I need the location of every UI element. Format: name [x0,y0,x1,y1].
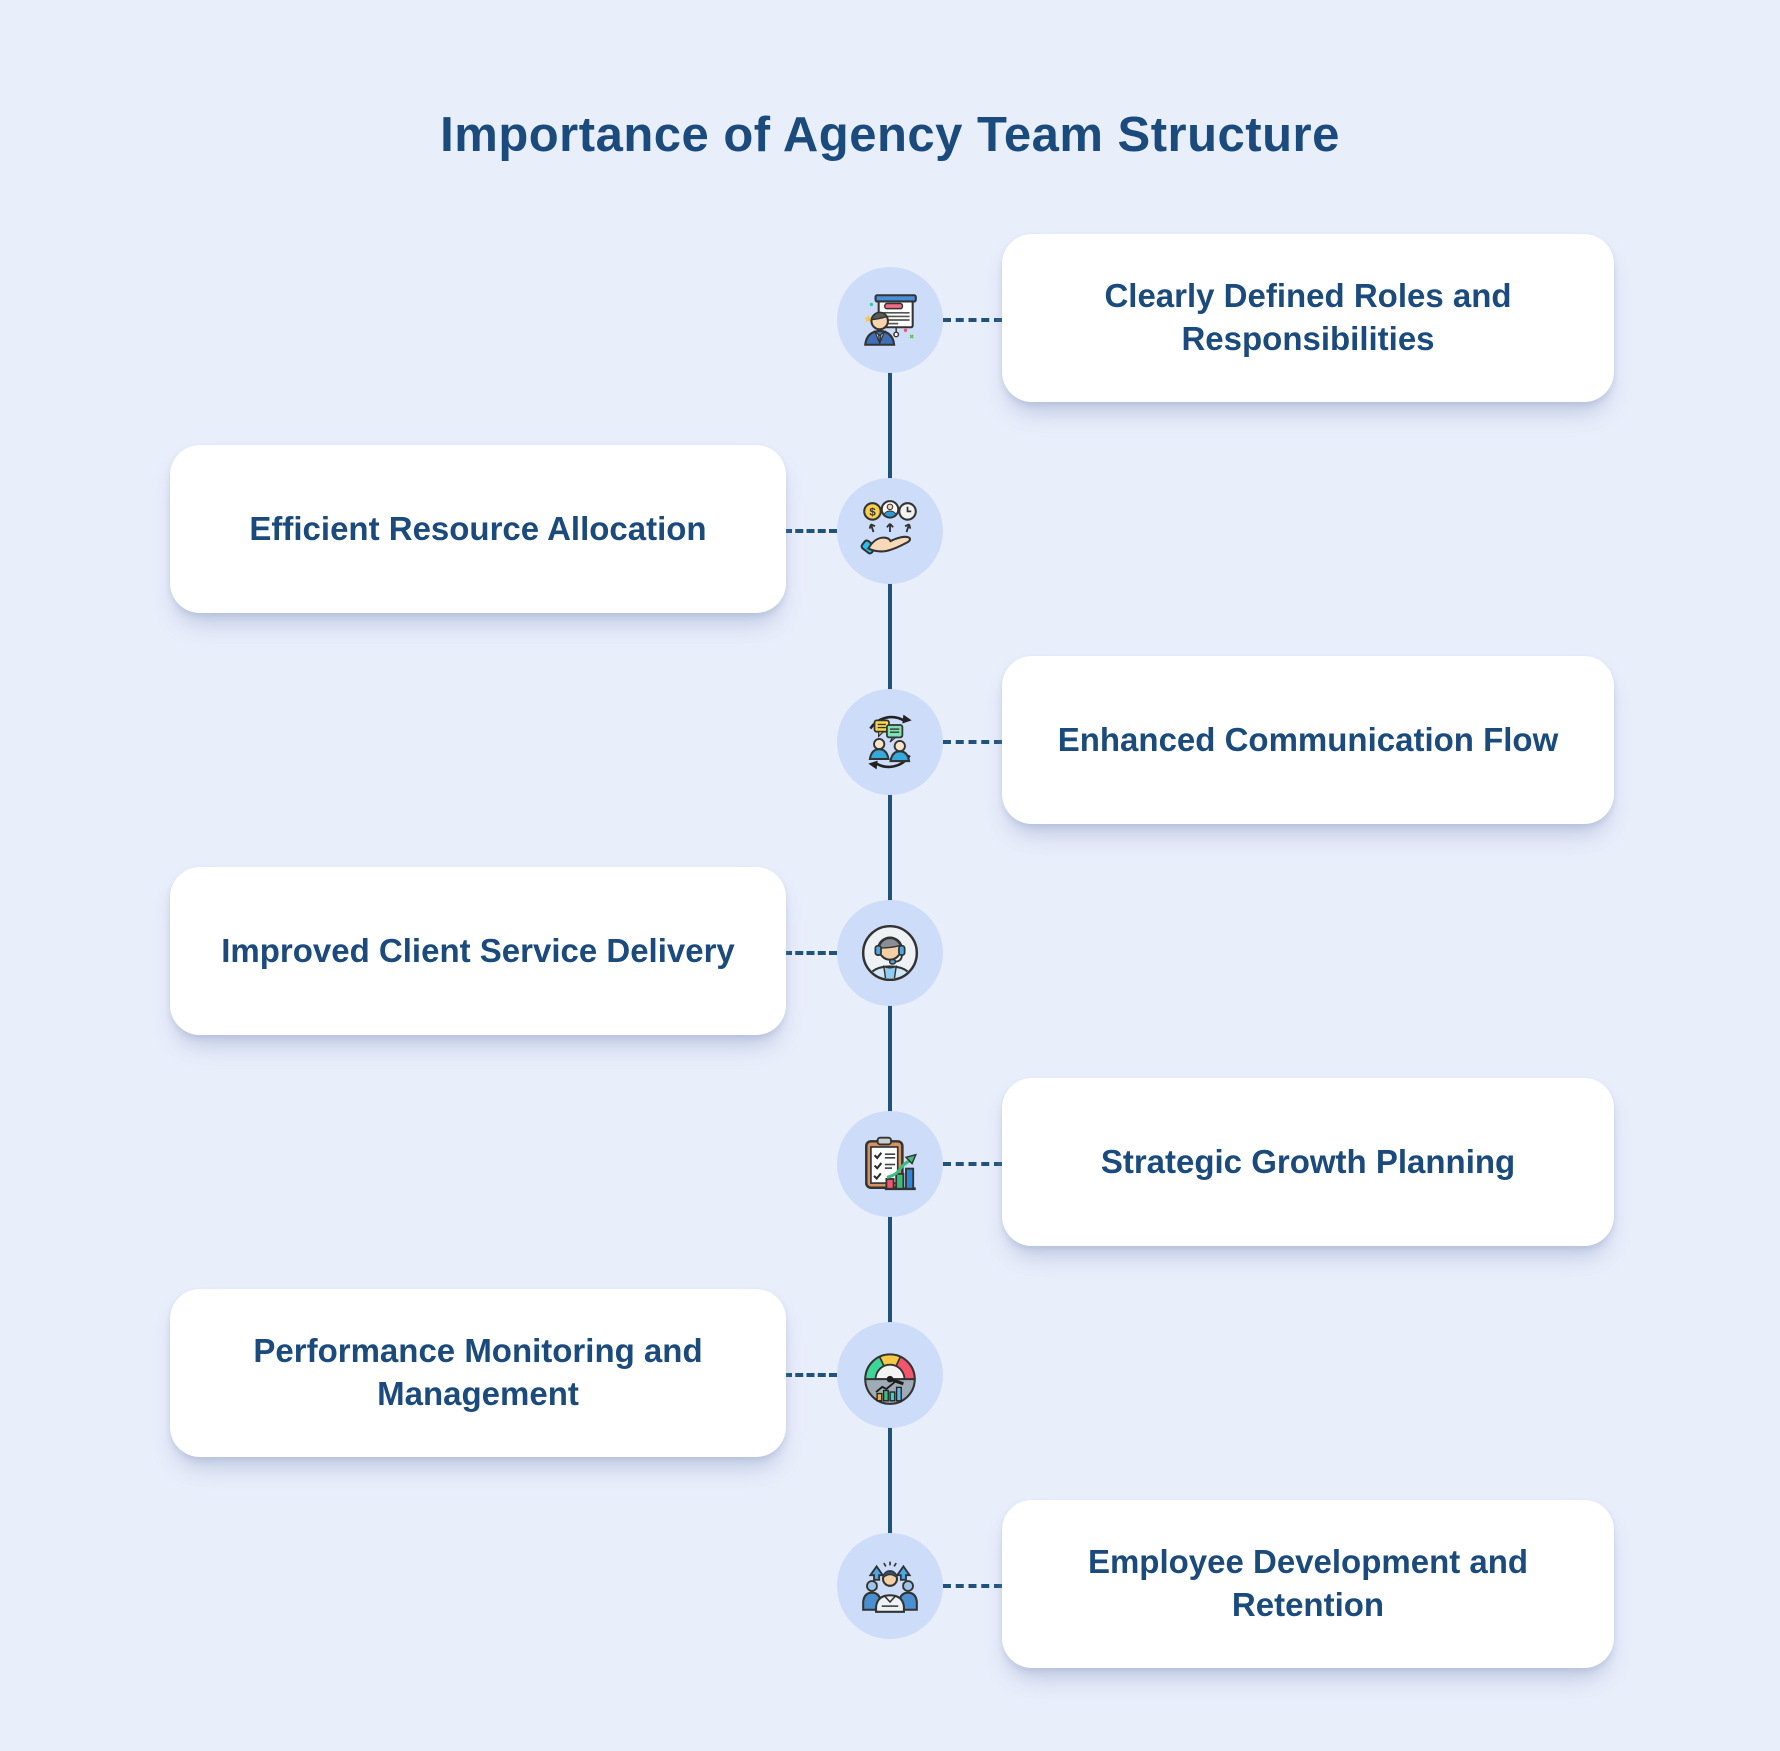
dashed-connector [943,318,1002,322]
timeline-node-employee-development-and-retention [837,1533,943,1639]
timeline-node-enhanced-communication-flow [837,689,943,795]
support-agent-icon [857,920,923,986]
presenter-whiteboard-icon [857,287,923,353]
card-label: Strategic Growth Planning [1100,1142,1516,1180]
card-strategic-growth-planning: Strategic Growth Planning [1002,1078,1614,1246]
dashed-connector [943,1584,1002,1588]
timeline-node-improved-client-service-delivery [837,900,943,1006]
team-development-icon [857,1553,923,1619]
dashed-connector [943,1162,1002,1166]
timeline-node-efficient-resource-allocation: $ [837,478,943,584]
card-label: Enhanced Communication Flow [1057,720,1559,758]
dashed-connector [943,740,1002,744]
card-efficient-resource-allocation: Efficient Resource Allocation [170,445,786,613]
hand-resources-icon: $ [857,498,923,564]
card-clearly-defined-roles-and-responsibilities: Clearly Defined Roles and Responsibiliti… [1002,234,1614,402]
card-label: Employee Development and Retention [1087,1543,1529,1623]
dashed-connector [784,1373,837,1377]
timeline-node-strategic-growth-planning [837,1111,943,1217]
card-label: Efficient Resource Allocation [249,509,707,547]
card-label: Performance Monitoring and Management [253,1332,703,1412]
svg-text:$: $ [869,507,876,519]
performance-gauge-icon [857,1342,923,1408]
card-label: Clearly Defined Roles and Responsibiliti… [1104,277,1512,357]
card-employee-development-and-retention: Employee Development and Retention [1002,1500,1614,1668]
timeline-node-clearly-defined-roles-and-responsibilities [837,267,943,373]
timeline-node-performance-monitoring-and-management [837,1322,943,1428]
card-label: Improved Client Service Delivery [221,931,735,969]
dashed-connector [784,529,837,533]
page-title: Importance of Agency Team Structure [440,107,1340,162]
dashed-connector [784,951,837,955]
card-improved-client-service-delivery: Improved Client Service Delivery [170,867,786,1035]
communication-cycle-icon [857,709,923,775]
clipboard-growth-icon [857,1131,923,1197]
card-enhanced-communication-flow: Enhanced Communication Flow [1002,656,1614,824]
card-performance-monitoring-and-management: Performance Monitoring and Management [170,1289,786,1457]
